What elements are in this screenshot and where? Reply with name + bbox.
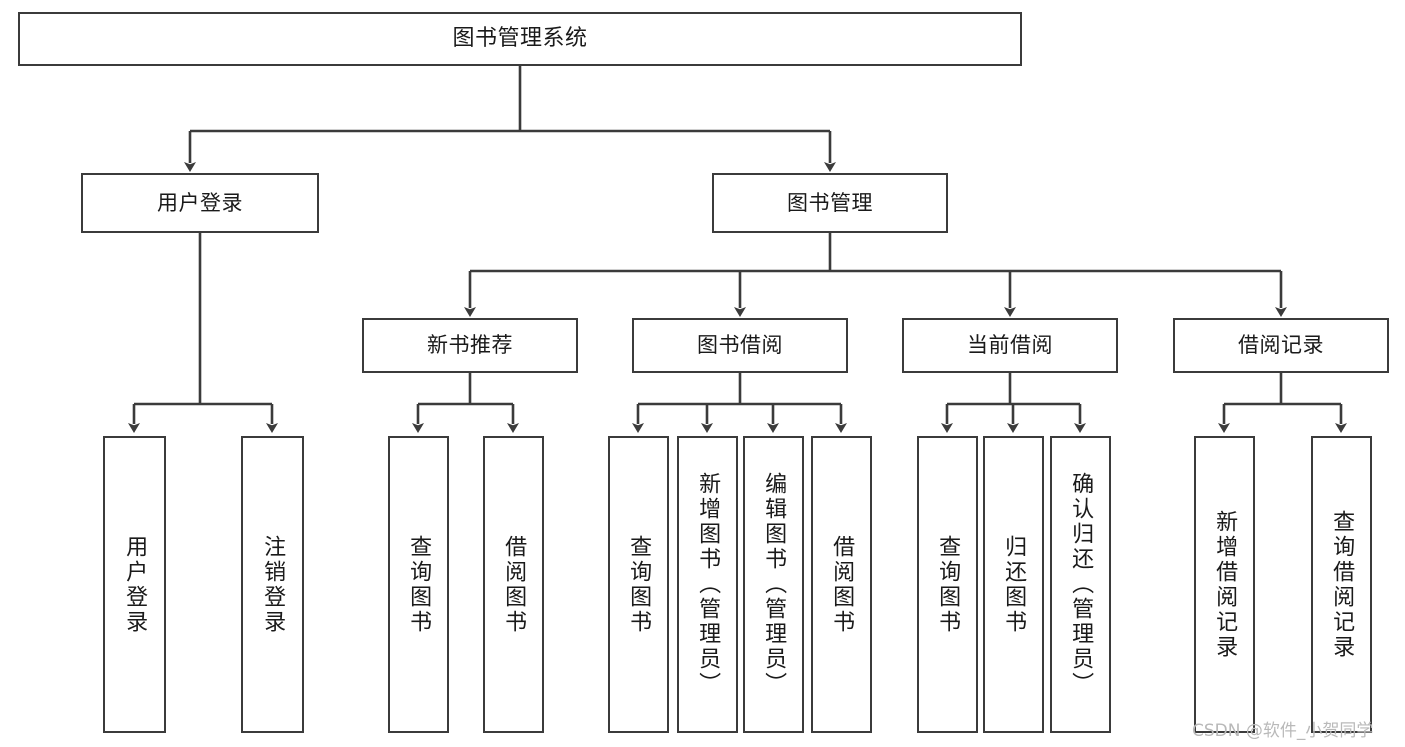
leaf-book-borrow-add[interactable]: 新增图书（管理员） [677,436,738,733]
leaf-new-book-borrow[interactable]: 借阅图书 [483,436,544,733]
leaf-current-borrow-confirm-return[interactable]: 确认归还（管理员） [1050,436,1111,733]
node-label: 查询图书 [406,534,432,635]
node-label: 借阅图书 [501,534,527,635]
node-label: 新书推荐 [427,333,513,358]
node-label: 新增图书（管理员） [695,472,721,697]
leaf-borrow-record-add[interactable]: 新增借阅记录 [1194,436,1255,733]
node-label: 查询图书 [935,534,961,635]
leaf-current-borrow-query[interactable]: 查询图书 [917,436,978,733]
node-label: 编辑图书（管理员） [761,472,787,697]
node-label: 当前借阅 [967,333,1053,358]
node-label: 确认归还（管理员） [1068,472,1094,697]
node-user-login[interactable]: 用户登录 [81,173,319,233]
node-label: 图书借阅 [697,333,783,358]
node-label: 注销登录 [260,534,286,635]
node-borrow-record[interactable]: 借阅记录 [1173,318,1389,373]
node-book-borrow[interactable]: 图书借阅 [632,318,848,373]
node-label: 图书管理 [787,190,873,215]
node-book-management[interactable]: 图书管理 [712,173,948,233]
node-label: 查询借阅记录 [1329,509,1355,660]
node-new-book-recommend[interactable]: 新书推荐 [362,318,578,373]
leaf-current-borrow-return[interactable]: 归还图书 [983,436,1044,733]
leaf-book-borrow-borrow[interactable]: 借阅图书 [811,436,872,733]
leaf-borrow-record-query[interactable]: 查询借阅记录 [1311,436,1372,733]
leaf-user-login-logout[interactable]: 注销登录 [241,436,304,733]
node-label: 用户登录 [122,534,148,635]
csdn-watermark: CSDN @软件_小贺同学 [1192,721,1374,741]
leaf-book-borrow-edit[interactable]: 编辑图书（管理员） [743,436,804,733]
leaf-book-borrow-query[interactable]: 查询图书 [608,436,669,733]
node-label: 借阅图书 [829,534,855,635]
node-label: 图书管理系统 [452,26,588,52]
node-current-borrow[interactable]: 当前借阅 [902,318,1118,373]
node-label: 新增借阅记录 [1212,509,1238,660]
node-label: 查询图书 [626,534,652,635]
node-label: 归还图书 [1001,534,1027,635]
node-label: 借阅记录 [1238,333,1324,358]
leaf-user-login-login[interactable]: 用户登录 [103,436,166,733]
node-root-system[interactable]: 图书管理系统 [18,12,1022,66]
node-label: 用户登录 [157,190,243,215]
leaf-new-book-query[interactable]: 查询图书 [388,436,449,733]
